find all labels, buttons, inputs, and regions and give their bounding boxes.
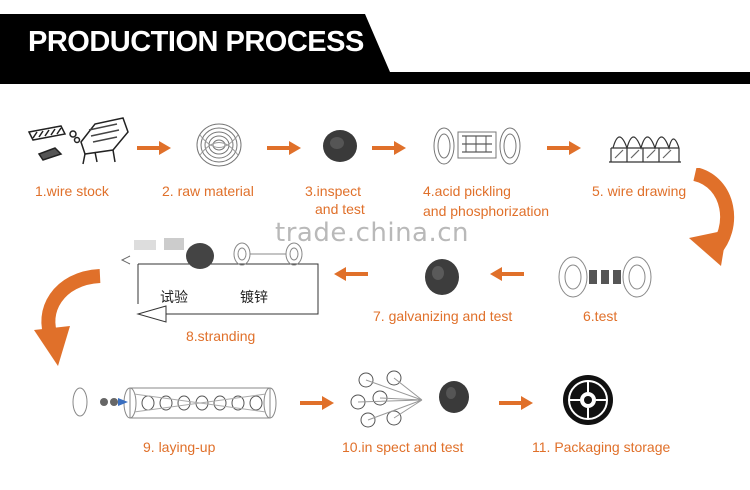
inspect-coil-icon [320,126,360,166]
page-title: PRODUCTION PROCESS [28,26,364,59]
wire-stock-icon [25,112,130,174]
arrow-right-icon [298,393,338,413]
galvanizing-coil-icon [422,256,462,298]
step-8-label: 8.stranding [186,328,255,345]
wire-drawing-machine-icon [605,118,685,168]
laying-up-machine-icon [70,378,280,428]
step-2-label: 2. raw material [162,183,254,200]
packaging-reel-icon [560,372,615,427]
stranding-sublabel-galvanize: 镀锌 [240,287,268,307]
step-11-label: 11. Packaging storage [532,439,670,456]
arrow-right-icon [497,393,537,413]
step-6-label: 6.test [583,308,617,325]
test-equipment-icon [555,252,655,302]
stranding-sublabel-test: 试验 [160,287,188,307]
step-1-label: 1.wire stock [35,183,109,200]
acid-pickling-tank-icon [432,122,522,170]
arrow-right-icon [265,138,305,158]
arrow-right-icon [135,138,175,158]
arrow-right-icon [370,138,410,158]
step-3-label-line1: 3.inspect [305,183,361,200]
step-3-label-line2: and test [315,201,365,218]
arrow-left-icon [486,264,526,284]
raw-material-coil-icon [192,120,247,170]
step-7-label: 7. galvanizing and test [373,308,512,325]
step-9-label: 9. laying-up [143,439,215,456]
inspect-spool-icon [436,378,472,416]
spool-rack-icon [350,370,430,428]
step-10-label: 10.in spect and test [342,439,463,456]
curved-arrow-down-icon [28,268,108,373]
curved-arrow-down-icon [655,168,740,278]
arrow-right-icon [545,138,585,158]
stranding-line-diagram [118,232,323,327]
step-4-label-line1: 4.acid pickling [423,183,511,200]
arrow-left-icon [330,264,370,284]
